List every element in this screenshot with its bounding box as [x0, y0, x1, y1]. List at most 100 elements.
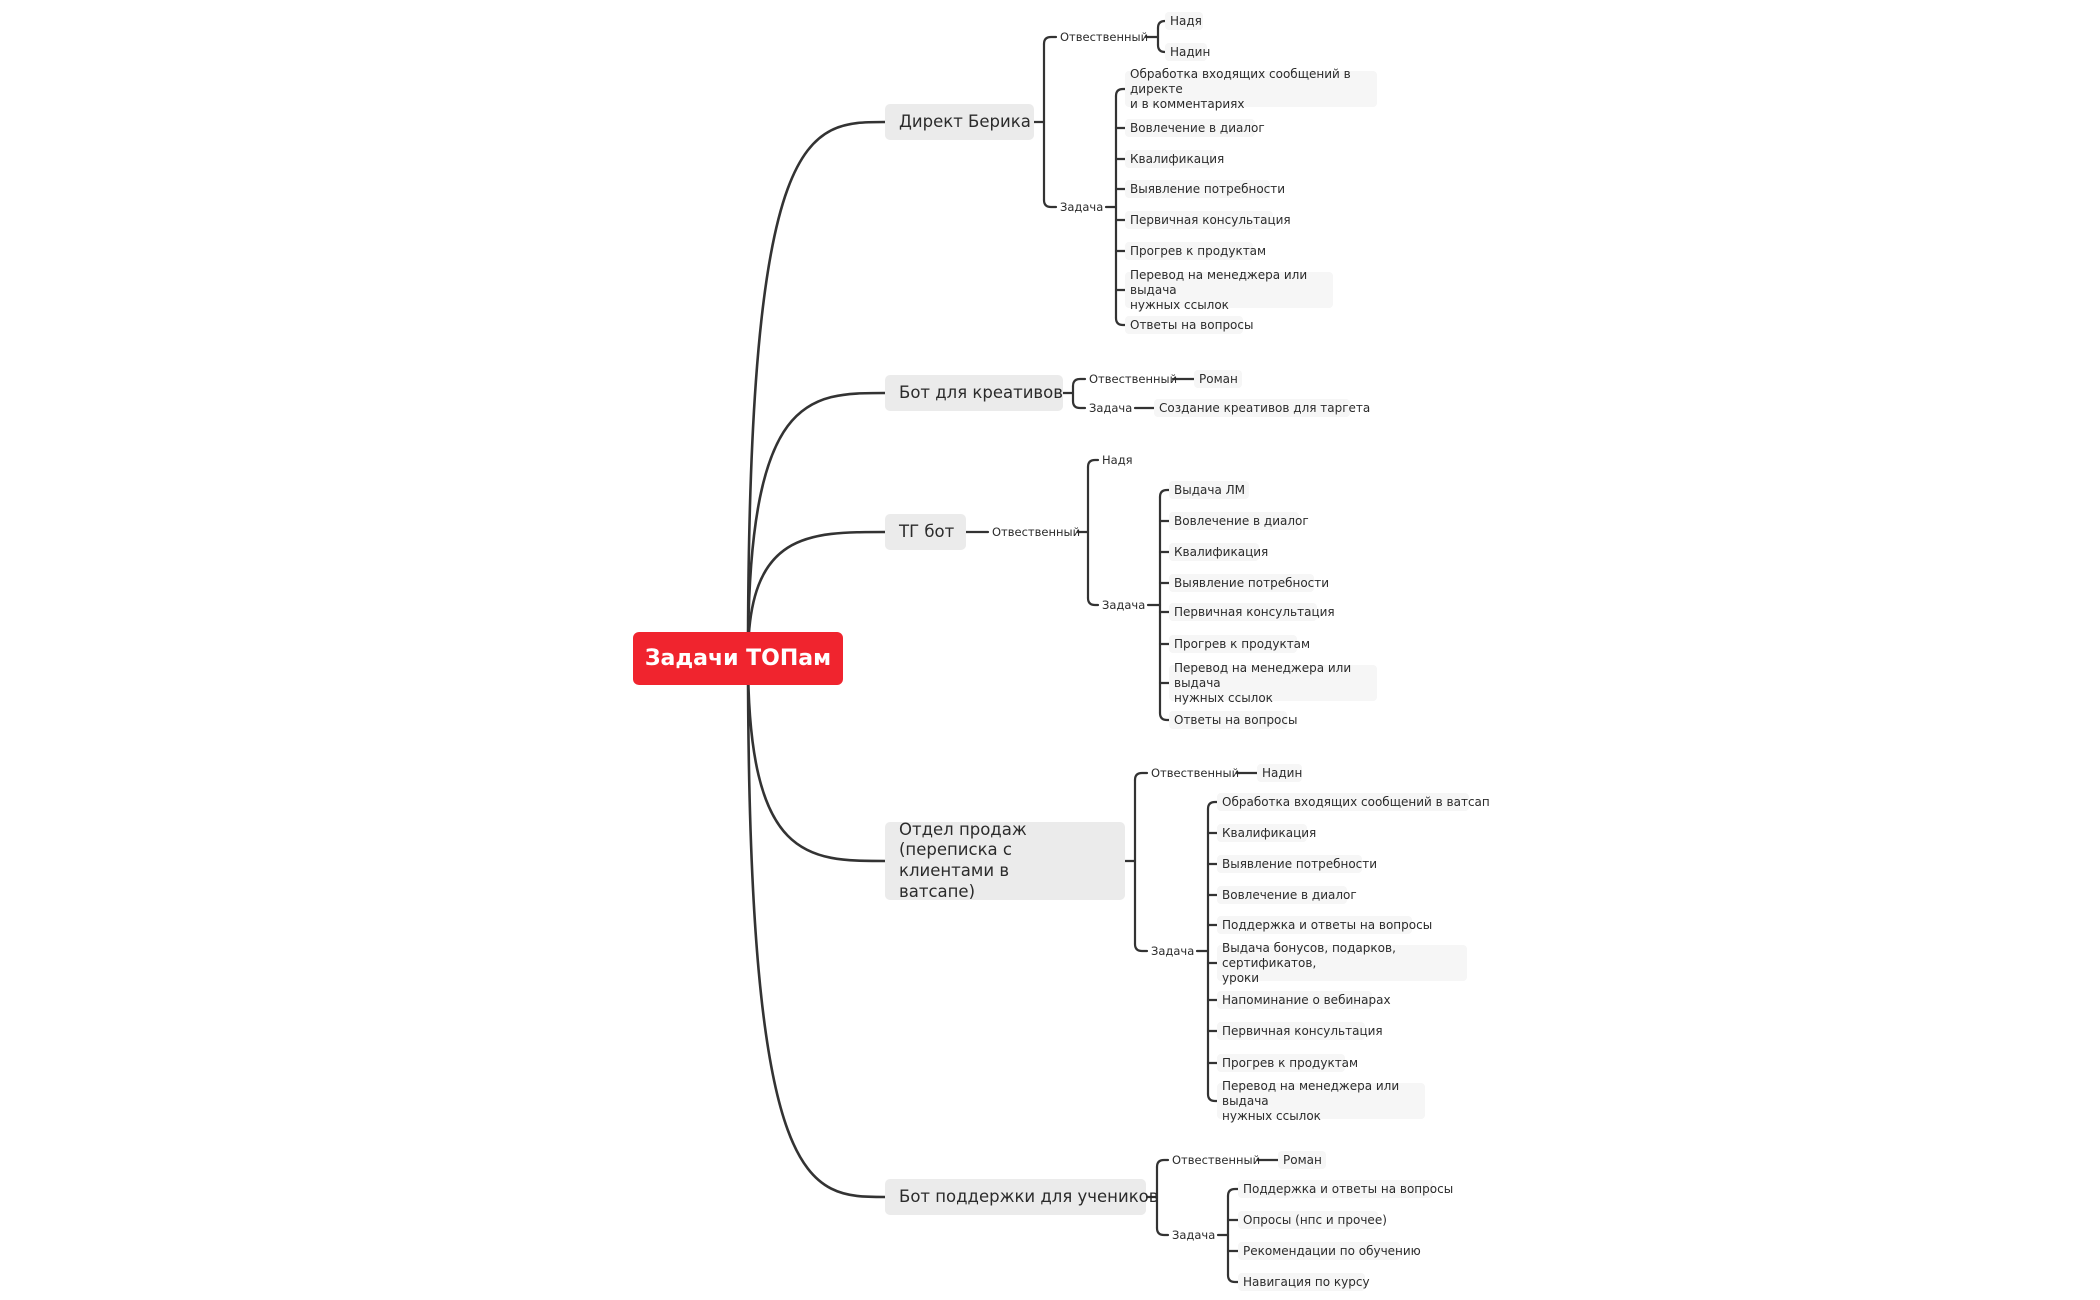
branch-5-person-1[interactable]: Роман — [1278, 1151, 1326, 1169]
branch-2-responsible-label-text: Отвественный — [1089, 372, 1178, 386]
branch-5-task-1[interactable]: Поддержка и ответы на вопросы — [1238, 1180, 1453, 1198]
branch-5-bracket-tick-0 — [1155, 1158, 1170, 1169]
branch-1-task-bracket-tick-7 — [1114, 316, 1127, 327]
branch-3-task-2[interactable]: Вовлечение в диалог — [1169, 512, 1309, 530]
branch-2-bracket-tick-1 — [1071, 399, 1087, 410]
branch-3-person-1[interactable]: Надя — [1098, 451, 1136, 469]
branch-5-person-1-text: Роман — [1283, 1152, 1322, 1167]
branch-1-task-label-text: Задача — [1060, 200, 1104, 214]
branch-2-task-1[interactable]: Создание креативов для таргета — [1154, 399, 1370, 417]
branch-4-task-10-text-2: нужных ссылок — [1222, 1108, 1321, 1123]
branch-3-responsible-label-text: Отвественный — [992, 525, 1081, 539]
branch-4-task-6-text-2: уроки — [1222, 970, 1260, 985]
root-topic-text: Задачи ТОПам — [644, 645, 832, 671]
root-to-branch-2 — [746, 391, 887, 660]
branch-5-task-4-text: Навигация по курсу — [1243, 1274, 1370, 1289]
branch-3-task-bracket-tick-0 — [1158, 488, 1171, 499]
branch-3-task-2-text: Вовлечение в диалог — [1174, 513, 1309, 528]
branch-5-topic-text: Бот поддержки для учеников — [899, 1186, 1159, 1206]
branch-1-resp-bracket-tick-1 — [1156, 43, 1167, 54]
branch-3-task-3-text: Квалификация — [1174, 544, 1269, 559]
branch-4-task-5-text: Поддержка и ответы на вопросы — [1222, 917, 1433, 932]
branch-1-responsible-label[interactable]: Отвественный — [1056, 28, 1149, 46]
branch-5-task-2[interactable]: Опросы (нпс и прочее) — [1238, 1211, 1387, 1229]
branch-1-task-8-text: Ответы на вопросы — [1130, 317, 1254, 332]
branch-5-responsible-label-text: Отвественный — [1172, 1153, 1261, 1167]
branch-3-task-4-text: Выявление потребности — [1174, 575, 1330, 590]
branch-2-task-label[interactable]: Задача — [1085, 399, 1135, 417]
branch-1-task-8[interactable]: Ответы на вопросы — [1125, 316, 1253, 334]
branch-4-task-label[interactable]: Задача — [1147, 942, 1197, 960]
branch-5-topic[interactable]: Бот поддержки для учеников — [885, 1179, 1158, 1215]
branch-4-task-1[interactable]: Обработка входящих сообщений в ватсап — [1217, 793, 1490, 811]
branch-3-topic[interactable]: ТГ бот — [885, 514, 966, 550]
branch-1-task-3-text: Квалификация — [1130, 151, 1225, 166]
branch-5-task-label[interactable]: Задача — [1168, 1226, 1218, 1244]
branch-4-task-3[interactable]: Выявление потребности — [1217, 855, 1377, 873]
branch-4-task-4[interactable]: Вовлечение в диалог — [1217, 886, 1357, 904]
branch-3-person-1-text: Надя — [1102, 453, 1133, 467]
branch-4-task-4-text: Вовлечение в диалог — [1222, 887, 1357, 902]
branch-3-task-1[interactable]: Выдача ЛМ — [1169, 481, 1249, 499]
branch-1-task-6[interactable]: Прогрев к продуктам — [1125, 242, 1266, 260]
branch-2-person-1-text: Роман — [1199, 371, 1238, 386]
branch-5-responsible-label[interactable]: Отвественный — [1168, 1151, 1261, 1169]
branch-4-task-9-text: Прогрев к продуктам — [1222, 1055, 1359, 1070]
branch-4-bracket-tick-0 — [1133, 771, 1149, 782]
branch-3-task-1-text: Выдача ЛМ — [1174, 482, 1245, 497]
branch-3-task-3[interactable]: Квалификация — [1169, 543, 1268, 561]
branch-2-person-1[interactable]: Роман — [1194, 370, 1242, 388]
branch-5-task-1-text: Поддержка и ответы на вопросы — [1243, 1181, 1454, 1196]
branch-2-topic-text: Бот для креативов — [899, 382, 1063, 402]
branch-4-task-9[interactable]: Прогрев к продуктам — [1217, 1054, 1358, 1072]
branch-3-responsible-label[interactable]: Отвественный — [988, 523, 1081, 541]
branch-4-responsible-label[interactable]: Отвественный — [1147, 764, 1239, 782]
branch-3-task-label[interactable]: Задача — [1098, 596, 1148, 614]
branch-1-person-1[interactable]: Надя — [1165, 12, 1203, 30]
branch-4-task-2[interactable]: Квалификация — [1217, 824, 1316, 842]
branch-1-task-3[interactable]: Квалификация — [1125, 150, 1224, 168]
branch-1-task-2[interactable]: Вовлечение в диалог — [1125, 119, 1265, 137]
branch-1-person-2[interactable]: Надин — [1165, 43, 1210, 61]
branch-4-task-bracket-tick-9 — [1206, 1092, 1219, 1103]
branch-1-resp-bracket-tick-0 — [1156, 19, 1167, 30]
branch-1-task-label[interactable]: Задача — [1056, 198, 1106, 216]
branch-3-resp-bracket-tick-1 — [1086, 596, 1100, 607]
root-topic[interactable]: Задачи ТОПам — [633, 632, 843, 685]
branch-4-person-1[interactable]: Надин — [1257, 764, 1302, 782]
branch-5-task-3[interactable]: Рекомендации по обучению — [1238, 1242, 1421, 1260]
branch-5-task-3-text: Рекомендации по обучению — [1243, 1243, 1421, 1258]
branch-4-task-7[interactable]: Напоминание о вебинарах — [1217, 991, 1391, 1009]
branch-1-task-7-text-1: Перевод на менеджера или выдача — [1130, 267, 1308, 297]
branch-5-bracket-tick-1 — [1155, 1226, 1170, 1237]
root-to-branch-5 — [746, 656, 887, 1199]
branch-3-task-6[interactable]: Прогрев к продуктам — [1169, 635, 1310, 653]
branch-3-task-8-text: Ответы на вопросы — [1174, 712, 1298, 727]
branch-1-task-5[interactable]: Первичная консультация — [1125, 211, 1291, 229]
branch-4-task-8[interactable]: Первичная консультация — [1217, 1022, 1383, 1040]
branch-4-task-5[interactable]: Поддержка и ответы на вопросы — [1217, 916, 1432, 934]
branch-3-task-7-text-2: нужных ссылок — [1174, 690, 1273, 705]
branch-3-topic-text: ТГ бот — [899, 521, 955, 541]
branch-2-responsible-label[interactable]: Отвественный — [1085, 370, 1177, 388]
branch-1-topic[interactable]: Директ Берика — [885, 104, 1034, 140]
branch-5-task-bracket-tick-3 — [1226, 1273, 1240, 1284]
branch-5-task-4[interactable]: Навигация по курсу — [1238, 1273, 1370, 1291]
branch-1-task-4-text: Выявление потребности — [1130, 181, 1286, 196]
branch-4-topic-text-3: ватсапе) — [899, 881, 976, 901]
branch-1-task-4[interactable]: Выявление потребности — [1125, 180, 1285, 198]
branch-2-topic[interactable]: Бот для креативов — [885, 375, 1063, 411]
branch-4-task-1-text: Обработка входящих сообщений в ватсап — [1222, 794, 1490, 809]
branch-3-task-5[interactable]: Первичная консультация — [1169, 603, 1335, 621]
branch-3-task-4[interactable]: Выявление потребности — [1169, 574, 1329, 592]
branch-5-task-label-text: Задача — [1172, 1228, 1216, 1242]
branch-3-task-8[interactable]: Ответы на вопросы — [1169, 711, 1297, 729]
branch-4-task-6[interactable]: Выдача бонусов, подарков, сертификатов,у… — [1217, 941, 1467, 985]
branch-1-responsible-label-text: Отвественный — [1060, 30, 1149, 44]
